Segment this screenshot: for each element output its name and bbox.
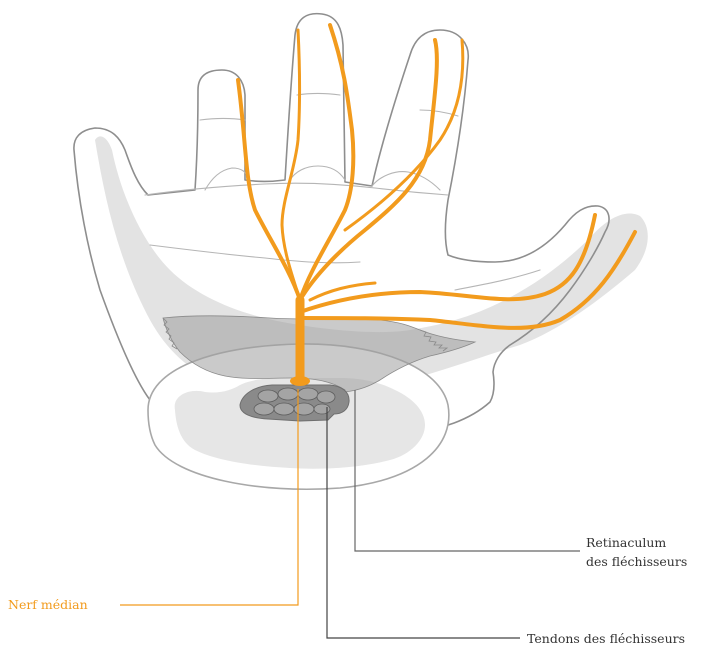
- label-retinaculum: Retinaculum des fléchisseurs: [586, 533, 687, 571]
- nerve-branch-ring-2: [345, 40, 463, 230]
- label-tendons: Tendons des fléchisseurs: [527, 629, 685, 648]
- label-nerf-median: Nerf médian: [8, 595, 88, 614]
- label-retinaculum-line1: Retinaculum: [586, 533, 687, 552]
- label-retinaculum-line2: des fléchisseurs: [586, 552, 687, 571]
- skin-creases: [145, 94, 540, 291]
- median-nerve-section: [290, 376, 310, 386]
- flexor-tendons: [240, 385, 349, 421]
